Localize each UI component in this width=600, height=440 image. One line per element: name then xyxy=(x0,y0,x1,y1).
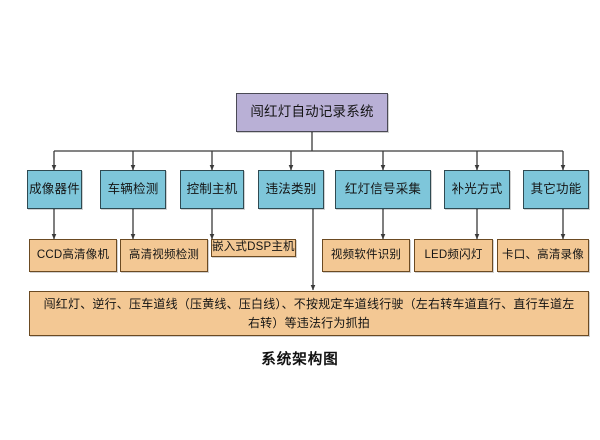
figure-caption: 系统架构图 xyxy=(261,352,339,368)
node-category-control-host[interactable]: 控制主机 xyxy=(180,170,244,209)
node-category-red-light-signal-acquisition-label: 红灯信号采集 xyxy=(344,182,422,197)
node-violation-capture-list-label: 闯红灯、逆行、压车道线（压黄线、压白线）、不按规定车道线行驶（左右转车道直行、直… xyxy=(43,296,575,330)
node-category-vehicle-detection[interactable]: 车辆检测 xyxy=(100,170,166,209)
node-violation-capture-list[interactable]: 闯红灯、逆行、压车道线（压黄线、压白线）、不按规定车道线行驶（左右转车道直行、直… xyxy=(29,291,589,336)
node-category-other-functions[interactable]: 其它功能 xyxy=(523,170,589,209)
node-category-fill-light-method[interactable]: 补光方式 xyxy=(444,170,510,209)
node-category-imaging-device[interactable]: 成像器件 xyxy=(27,170,82,209)
node-impl-hd-video-detection-label: 高清视频检测 xyxy=(128,248,200,261)
node-impl-ccd-hd-camera[interactable]: CCD高清像机 xyxy=(29,239,117,272)
node-category-fill-light-method-label: 补光方式 xyxy=(451,182,503,197)
node-impl-checkpoint-hd-recording-label: 卡口、高清录像 xyxy=(502,248,584,261)
node-impl-video-software-recognition[interactable]: 视频软件识别 xyxy=(322,239,410,272)
node-category-red-light-signal-acquisition[interactable]: 红灯信号采集 xyxy=(335,170,431,209)
node-impl-embedded-dsp-host-label: 嵌入式DSP主机 xyxy=(212,241,295,253)
node-root-system[interactable]: 闯红灯自动记录系统 xyxy=(236,93,388,132)
node-impl-hd-video-detection[interactable]: 高清视频检测 xyxy=(120,239,208,272)
node-category-control-host-label: 控制主机 xyxy=(186,182,238,197)
node-category-violation-type[interactable]: 违法类别 xyxy=(258,170,324,209)
node-category-vehicle-detection-label: 车辆检测 xyxy=(107,182,159,197)
node-impl-embedded-dsp-host[interactable]: 嵌入式DSP主机 xyxy=(211,239,296,257)
node-impl-led-strobe-light[interactable]: LED频闪灯 xyxy=(414,239,493,272)
node-impl-checkpoint-hd-recording[interactable]: 卡口、高清录像 xyxy=(497,239,589,272)
node-category-violation-type-label: 违法类别 xyxy=(265,182,317,197)
node-root-system-label: 闯红灯自动记录系统 xyxy=(250,104,374,120)
node-impl-ccd-hd-camera-label: CCD高清像机 xyxy=(36,248,110,261)
node-category-imaging-device-label: 成像器件 xyxy=(29,182,80,197)
node-impl-led-strobe-light-label: LED频闪灯 xyxy=(424,248,483,261)
node-impl-video-software-recognition-label: 视频软件识别 xyxy=(330,248,402,261)
node-category-other-functions-label: 其它功能 xyxy=(530,182,582,197)
